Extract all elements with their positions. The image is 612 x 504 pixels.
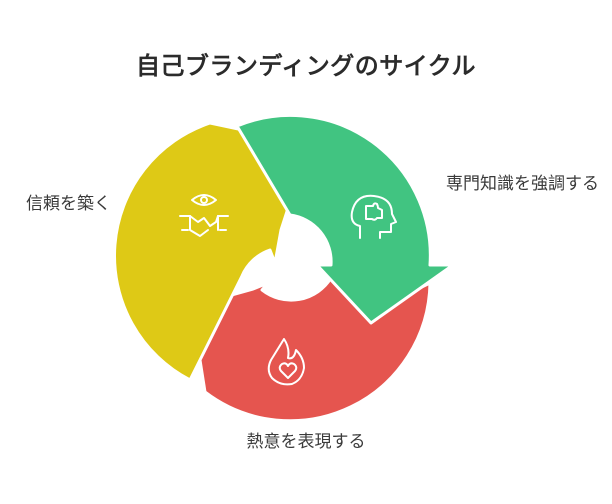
step-label-expertise: 専門知識を強調する (446, 174, 599, 194)
flame-heart-icon (267, 338, 305, 386)
step-label-trust: 信頼を築く (26, 194, 111, 214)
head-puzzle-icon (350, 194, 397, 239)
eye-handshake-icon (179, 194, 229, 237)
step-label-passion: 熱意を表現する (246, 432, 366, 452)
cycle-segment-trust (113, 121, 305, 382)
page-title: 自己ブランディングのサイクル (135, 52, 477, 80)
cycle-segment-expertise (235, 114, 455, 325)
